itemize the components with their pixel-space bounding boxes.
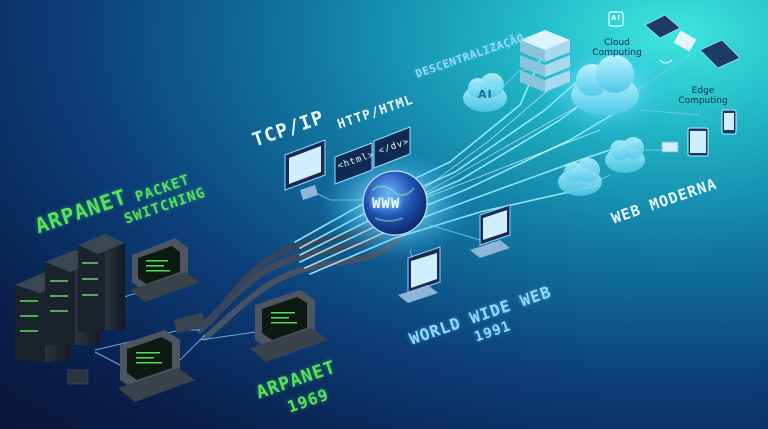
network-switch xyxy=(173,312,207,334)
www-label: WWW xyxy=(372,196,401,212)
monitor-tcpip xyxy=(284,139,326,200)
ai-chip-icon xyxy=(608,11,624,27)
cloud-computing-line-2: Computing xyxy=(592,48,642,58)
edge-computing-line-2: Computing xyxy=(678,96,728,106)
www-globe xyxy=(362,170,428,236)
edge-device-icon xyxy=(661,141,679,153)
ai-chip-label: AI xyxy=(611,14,622,22)
smartphone-icon xyxy=(721,109,737,135)
satellite-icon xyxy=(644,14,741,69)
cloud-computing-line-1: Cloud xyxy=(604,38,630,48)
cloud-computing-label: Cloud Computing xyxy=(592,38,642,58)
data-server-stack xyxy=(520,30,570,92)
server-racks xyxy=(15,234,125,385)
div-tag-panel xyxy=(373,126,411,169)
right-cloud xyxy=(605,137,645,173)
retro-terminal-packet xyxy=(130,238,200,302)
main-cloud xyxy=(571,55,639,115)
edge-computing-label: Edge Computing xyxy=(678,86,728,106)
lower-cloud xyxy=(558,158,602,196)
monitor-www-lower xyxy=(398,246,441,303)
retro-terminal-center xyxy=(118,330,195,402)
html-tag-panel xyxy=(334,142,373,185)
tablet-icon xyxy=(687,127,709,157)
retro-terminal-arpanet xyxy=(250,290,328,362)
ai-cloud-label: AI xyxy=(478,88,493,101)
monitor-www-upper xyxy=(470,204,511,258)
ai-cloud xyxy=(463,73,507,112)
clouds xyxy=(463,55,645,196)
edge-computing-line-1: Edge xyxy=(691,86,715,96)
